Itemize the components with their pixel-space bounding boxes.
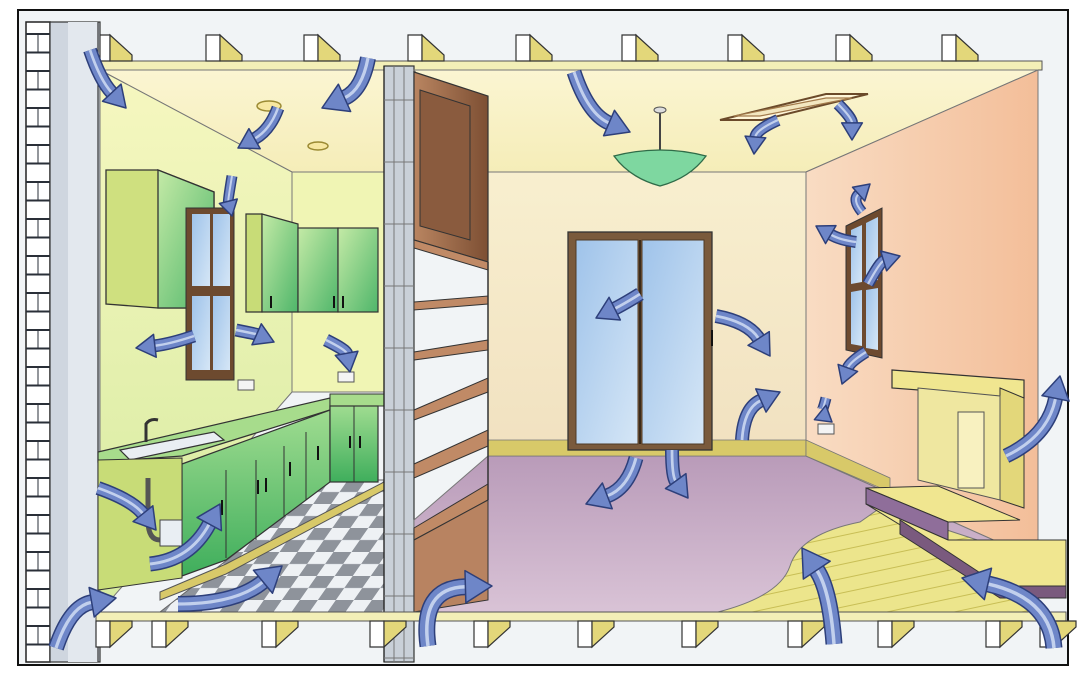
curved-arrow-icon	[735, 388, 781, 441]
curved-arrow-icon	[714, 309, 771, 357]
fireplace	[891, 369, 1025, 509]
sink	[118, 431, 226, 461]
socket-icon	[337, 371, 355, 383]
recessed-light-icon	[307, 141, 329, 151]
curved-arrow-icon	[95, 481, 157, 531]
pendant-lamp-icon	[612, 106, 708, 187]
joist-end	[151, 620, 189, 649]
wall-shelves	[413, 71, 489, 613]
joist-end	[261, 620, 299, 649]
curved-arrow-icon	[664, 449, 689, 499]
joist-end	[681, 620, 719, 649]
wall-cabinet	[261, 213, 299, 313]
curved-arrow-icon	[961, 567, 1063, 650]
partition-wall	[383, 65, 415, 663]
joist-end	[941, 33, 979, 62]
joist-end	[205, 33, 243, 62]
curved-arrow-icon	[862, 250, 901, 287]
side-window	[845, 207, 883, 359]
kitchen-room	[97, 69, 385, 614]
curved-arrow-icon	[815, 224, 857, 248]
curved-arrow-icon	[566, 69, 631, 137]
airflow-arrows	[48, 47, 1070, 651]
joist-end	[621, 33, 659, 62]
exterior-wall-section	[25, 21, 101, 663]
wall-cabinet	[297, 227, 339, 313]
curved-arrow-icon	[148, 503, 223, 572]
tap-icon	[144, 418, 159, 442]
joist-end	[985, 620, 1023, 649]
joist-end	[515, 33, 553, 62]
wooden-floor	[717, 507, 1039, 613]
living-room	[413, 69, 1067, 613]
curved-arrow-icon	[135, 329, 197, 358]
curved-arrow-icon	[833, 99, 864, 141]
ceiling-vent	[719, 93, 869, 121]
curved-arrow-icon	[585, 455, 644, 510]
joist-end	[95, 620, 133, 649]
curved-arrow-icon	[837, 346, 870, 385]
curved-arrow-icon	[323, 334, 359, 373]
joist-end	[407, 33, 445, 62]
curved-arrow-icon	[850, 183, 871, 216]
curved-arrow-icon	[595, 288, 644, 321]
socket-icon	[237, 379, 255, 391]
curved-arrow-icon	[744, 114, 781, 155]
joist-end	[835, 33, 873, 62]
curved-arrow-icon	[321, 56, 376, 113]
wall-cabinet	[337, 227, 379, 313]
curved-arrow-icon	[83, 47, 127, 109]
joist-end	[369, 620, 407, 649]
curved-arrow-icon	[1002, 375, 1070, 463]
joist-end	[473, 620, 511, 649]
joist-end	[303, 33, 341, 62]
curved-arrow-icon	[234, 323, 275, 346]
top-floor-joists	[95, 33, 1043, 71]
joist-end	[577, 620, 615, 649]
socket-icon	[817, 423, 835, 435]
curved-arrow-icon	[813, 396, 833, 423]
curved-arrow-icon	[418, 569, 493, 648]
curved-arrow-icon	[48, 586, 117, 651]
joist-end	[727, 33, 765, 62]
curved-arrow-icon	[801, 547, 843, 645]
glass-door	[567, 231, 713, 451]
curved-arrow-icon	[237, 105, 285, 150]
joist-end	[877, 620, 915, 649]
curved-arrow-icon	[218, 175, 238, 217]
curved-arrow-icon	[177, 565, 283, 612]
steps	[865, 485, 1067, 599]
bottom-floor-joists	[95, 611, 1077, 649]
